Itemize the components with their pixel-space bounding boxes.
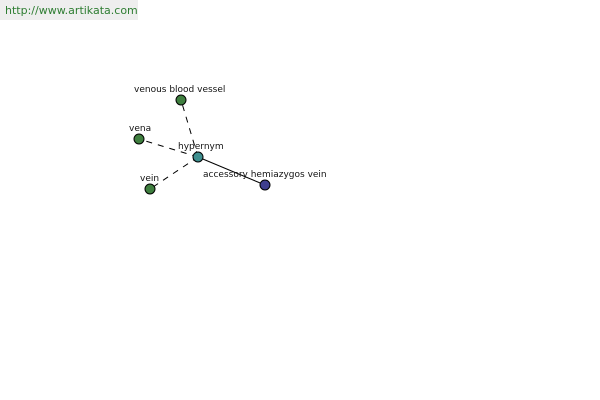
label-venous-blood-vessel: venous blood vessel <box>134 85 225 95</box>
label-hypernym: hypernym <box>178 142 224 152</box>
edge-hypernym-venous-blood-vessel <box>180 99 199 158</box>
node-vein[interactable] <box>144 183 156 195</box>
node-accessory-hemiazygos-vein[interactable] <box>259 179 271 191</box>
node-vena[interactable] <box>133 133 145 145</box>
edge-hypernym-vena <box>138 138 199 158</box>
edge-hypernym-vein <box>149 156 199 190</box>
node-venous-blood-vessel[interactable] <box>175 94 187 106</box>
source-link[interactable]: http://www.artikata.com <box>5 4 138 17</box>
node-hypernym-center[interactable] <box>192 151 204 163</box>
label-vein: vein <box>140 174 159 184</box>
source-banner: http://www.artikata.com <box>0 0 138 20</box>
label-vena: vena <box>129 124 151 134</box>
label-accessory-hemiazygos-vein: accessory hemiazygos vein <box>203 170 327 180</box>
edge-hypernym-accessory-hemiazygos-vein <box>197 156 266 186</box>
